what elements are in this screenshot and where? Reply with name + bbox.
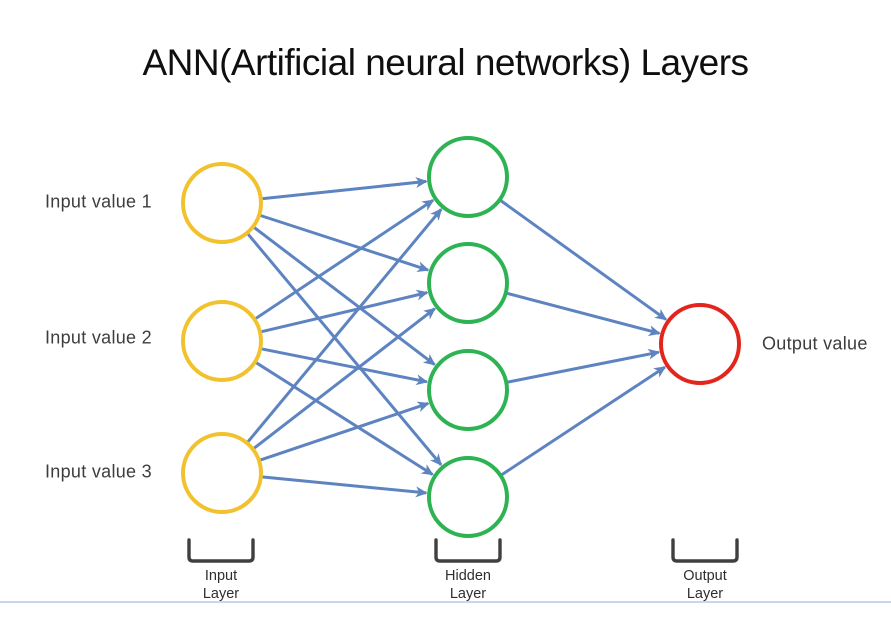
input-node-input-2 <box>181 300 263 382</box>
edge-hidden-3-to-output-1 <box>506 348 661 384</box>
output-layer-label-line-1: Output <box>683 568 727 584</box>
hidden-layer-label-line-2: Layer <box>449 585 487 602</box>
page-title: ANN(Artificial neural networks) Layers <box>142 42 749 83</box>
output-value-label: Output value <box>762 333 868 354</box>
output-node-output-1 <box>659 303 741 385</box>
edge-input-2-to-hidden-3 <box>260 347 429 386</box>
hidden-node-hidden-4 <box>427 456 509 538</box>
hidden-node-hidden-2 <box>427 242 509 324</box>
hidden-layer-bracket <box>434 538 502 563</box>
input-node-input-3 <box>181 432 263 514</box>
edge-input-3-to-hidden-3 <box>259 401 430 462</box>
input-layer-label-line-2: Layer <box>202 585 240 602</box>
edge-input-1-to-hidden-2 <box>259 213 430 272</box>
hidden-node-hidden-3 <box>427 349 509 431</box>
edge-hidden-1-to-output-1 <box>499 199 668 321</box>
edge-input-2-to-hidden-2 <box>260 289 429 334</box>
edge-input-1-to-hidden-4 <box>246 232 443 466</box>
input-node-input-1 <box>181 162 263 244</box>
edge-input-2-to-hidden-1 <box>254 199 435 321</box>
edge-input-2-to-hidden-4 <box>254 361 434 476</box>
hidden-layer-label-line-1: Hidden <box>445 568 491 584</box>
output-layer-bracket <box>671 538 739 563</box>
input-value-2-label: Input value 2 <box>45 327 152 348</box>
output-layer-label-line-2: Layer <box>686 585 724 602</box>
edge-input-3-to-hidden-2 <box>252 307 436 450</box>
hidden-node-hidden-1 <box>427 136 509 218</box>
edge-hidden-2-to-output-1 <box>506 291 661 336</box>
input-layer-label-line-1: Input <box>204 568 238 584</box>
input-value-1-label: Input value 1 <box>45 191 152 212</box>
edge-hidden-4-to-output-1 <box>500 365 667 477</box>
edge-input-3-to-hidden-4 <box>261 475 428 498</box>
input-value-3-label: Input value 3 <box>45 461 152 482</box>
edge-input-1-to-hidden-3 <box>252 226 436 366</box>
edge-input-3-to-hidden-1 <box>246 208 443 444</box>
edge-input-1-to-hidden-1 <box>261 177 428 201</box>
input-layer-bracket <box>187 538 255 563</box>
